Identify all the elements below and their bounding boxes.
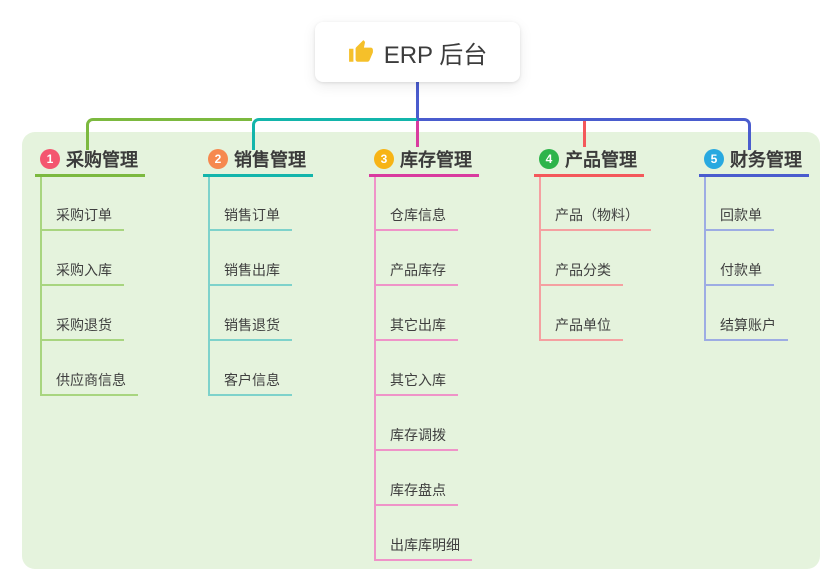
branch-children-connector [208, 177, 210, 396]
root-node[interactable]: ERP 后台 [315, 22, 520, 82]
branch-product-management: 4 产品管理 产品（物料） 产品分类 产品单位 [534, 148, 694, 341]
branch-title-inventory[interactable]: 3 库存管理 [369, 148, 479, 177]
node-purchase-return[interactable]: 采购退货 [40, 316, 124, 341]
branch-label: 销售管理 [234, 150, 306, 170]
connector-branch-finance [417, 118, 751, 150]
root-label: ERP 后台 [383, 41, 488, 69]
node-supplier-info[interactable]: 供应商信息 [40, 371, 138, 396]
branch-finance-management: 5 财务管理 回款单 付款单 结算账户 [699, 148, 839, 341]
branches-panel [22, 132, 820, 569]
node-sales-outbound[interactable]: 销售出库 [208, 261, 292, 286]
node-product-category[interactable]: 产品分类 [539, 261, 623, 286]
branch-label: 采购管理 [66, 150, 138, 170]
branch-title-purchase[interactable]: 1 采购管理 [35, 148, 145, 177]
node-warehouse-info[interactable]: 仓库信息 [374, 206, 458, 231]
branch-title-finance[interactable]: 5 财务管理 [699, 148, 809, 177]
node-sales-return[interactable]: 销售退货 [208, 316, 292, 341]
branch-number-badge: 1 [40, 149, 60, 169]
root-stem-connector [416, 80, 419, 118]
branch-purchase-management: 1 采购管理 采购订单 采购入库 采购退货 供应商信息 [35, 148, 195, 396]
node-sales-order[interactable]: 销售订单 [208, 206, 292, 231]
node-product-stock[interactable]: 产品库存 [374, 261, 458, 286]
branch-children-connector [704, 177, 706, 341]
branch-title-product[interactable]: 4 产品管理 [534, 148, 644, 177]
connector-branch-purchase [86, 118, 252, 150]
node-purchase-inbound[interactable]: 采购入库 [40, 261, 124, 286]
node-stock-count[interactable]: 库存盘点 [374, 481, 458, 506]
connector-branch-inventory [416, 121, 419, 147]
node-outbound-detail[interactable]: 出库库明细 [374, 536, 472, 561]
connector-branch-sales [252, 118, 417, 150]
node-settlement-account[interactable]: 结算账户 [704, 316, 788, 341]
node-other-inbound[interactable]: 其它入库 [374, 371, 458, 396]
node-payment-order[interactable]: 付款单 [704, 261, 774, 286]
branch-number-badge: 5 [704, 149, 724, 169]
branch-inventory-management: 3 库存管理 仓库信息 产品库存 其它出库 其它入库 库存调拨 库存盘点 出库库… [369, 148, 529, 561]
branch-children-connector [40, 177, 42, 396]
branch-sales-management: 2 销售管理 销售订单 销售出库 销售退货 客户信息 [203, 148, 363, 396]
branch-label: 财务管理 [730, 150, 802, 170]
branch-number-badge: 3 [374, 149, 394, 169]
branch-title-sales[interactable]: 2 销售管理 [203, 148, 313, 177]
node-stock-transfer[interactable]: 库存调拨 [374, 426, 458, 451]
node-customer-info[interactable]: 客户信息 [208, 371, 292, 396]
node-purchase-order[interactable]: 采购订单 [40, 206, 124, 231]
branch-children-connector [539, 177, 541, 341]
node-product-unit[interactable]: 产品单位 [539, 316, 623, 341]
node-product-material[interactable]: 产品（物料） [539, 206, 651, 231]
branch-children-connector [374, 177, 376, 561]
branch-label: 产品管理 [565, 150, 637, 170]
thumbs-up-icon [348, 39, 374, 65]
connector-branch-product [583, 121, 586, 147]
node-other-outbound[interactable]: 其它出库 [374, 316, 458, 341]
node-receipt-order[interactable]: 回款单 [704, 206, 774, 231]
branch-number-badge: 4 [539, 149, 559, 169]
branch-label: 库存管理 [400, 150, 472, 170]
branch-number-badge: 2 [208, 149, 228, 169]
